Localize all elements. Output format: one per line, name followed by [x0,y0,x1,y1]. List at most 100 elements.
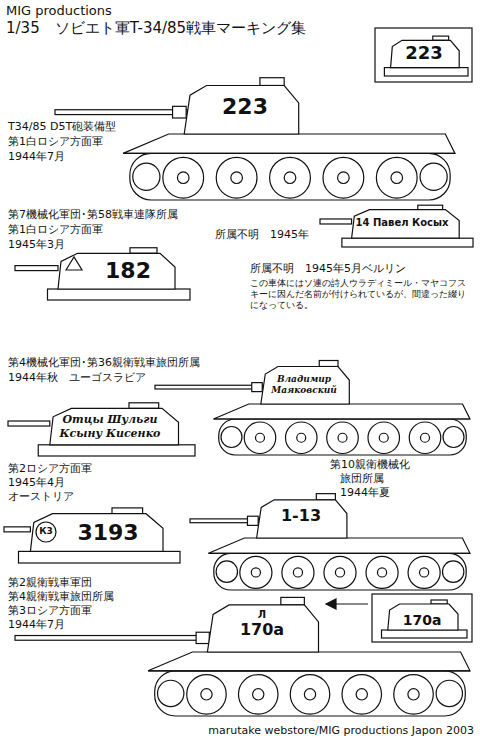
hull [123,134,455,153]
road-wheel [290,675,330,715]
note-text: 第7機械化軍団･第58戦車連隊所属 [8,208,178,221]
wheel-hub [253,689,264,700]
road-wheel [376,157,417,198]
wheel-hub [304,689,315,700]
wheel-hub [284,172,296,184]
track [219,419,467,455]
tank-marking: Маяковский [271,385,337,396]
note-text: 第3ロシア方面軍 [8,604,92,617]
hull [214,404,471,419]
tank-marking: 182 [105,258,151,284]
road-wheel [244,422,276,454]
gun-barrel [15,636,210,641]
road-wheel [409,422,441,454]
hull-deck [342,238,473,247]
turret [58,253,175,289]
tank-marking: Л [258,609,266,621]
hull-deck [19,551,181,563]
wheel-hub [356,689,367,700]
note-text: 1945年4月 [8,476,65,489]
track [130,153,450,200]
road-wheel [394,675,434,715]
road-wheel [286,422,318,454]
commander-cupola [130,248,157,254]
note-text: 1944年秋 ユーゴスラビア [8,371,146,384]
inset-frame [375,28,472,82]
road-wheel [163,157,204,198]
note-text: 第10親衛機械化 [330,458,410,471]
fender [123,153,455,154]
turret [388,604,458,630]
gun-barrel [55,110,187,115]
fender [148,670,470,671]
note-text: 第1白ロシア方面軍 [8,135,103,148]
track [155,671,466,716]
sprocket-wheel [442,561,463,582]
gun-mantlet [247,516,258,525]
tank-marking: К3 [39,526,53,537]
idler-wheel [216,561,237,582]
note-text: オーストリア [8,490,74,503]
wheel-hub [379,433,388,442]
publisher-name: MIG productions [6,3,112,19]
hull-deck [384,68,468,76]
fender [208,553,470,554]
wheel-hub [251,568,260,577]
inset-frame [372,594,472,642]
note-text: 1944年夏 [340,486,390,499]
road-wheel [323,157,364,198]
note-text: 旅団所属 [340,472,384,485]
commander-cupola [418,205,443,209]
road-wheel [240,556,272,588]
tank-marking: 170а [403,612,442,629]
tank-marking: Отцы Шульги [62,413,157,426]
wheel-hub [297,433,306,442]
idler-wheel [133,163,160,190]
turret [352,210,460,239]
hull-deck [38,445,195,456]
note-text: 第4親衛戦車旅団所属 [8,590,114,603]
gun-mantlet [173,106,187,118]
road-wheel [342,675,382,715]
road-wheel [187,675,227,715]
wheel-hub [377,568,386,577]
tank-marking: 14 Павел Косых [356,217,449,229]
turret [207,605,318,652]
tactical-triangle [66,257,82,270]
commander-cupola [433,36,449,40]
title: 1/35 ソビエト軍T-34/85戦車マーキング集 [6,19,306,37]
track [214,553,466,590]
tank-marking: 223 [222,94,268,120]
marking-circle [36,522,56,542]
idler-wheel [221,427,242,448]
gun-barrel [8,421,50,426]
road-wheel [238,675,278,715]
road-wheel [327,422,359,454]
tank-marking: 223 [405,42,443,64]
note-text: この車体にはソ連の詩人ウラディミール・マヤコフスキーに因んだ名前が付けられている… [250,278,472,310]
note-text: 1944年7月 [8,618,65,631]
gun-barrel [15,266,58,271]
road-wheel [270,157,311,198]
note-text: 所属不明 1945年 [215,228,309,241]
note-text: 第4機械化軍団･第36親衛戦車旅団所属 [8,356,200,369]
idler-wheel [158,680,184,706]
road-wheel [408,556,440,588]
wheel-hub [338,433,347,442]
commander-cupola [316,494,335,500]
turret [391,40,460,67]
tank-marking: 170а [240,620,284,639]
note-text: 1945年3月 [8,238,65,251]
sprocket-wheel [436,680,462,706]
tank-marking: 1-13 [281,506,321,525]
hull-deck [48,289,191,300]
note-text: T34/85 D5T砲装備型 [8,120,116,133]
wheel-hub [177,172,189,184]
gun-mantlet [252,383,263,392]
wheel-hub [338,172,350,184]
note-text: 第2ロシア方面軍 [8,462,92,475]
turret [30,514,163,552]
hull [148,652,470,671]
tank-marking: 3193 [77,520,138,546]
wheel-hub [293,568,302,577]
